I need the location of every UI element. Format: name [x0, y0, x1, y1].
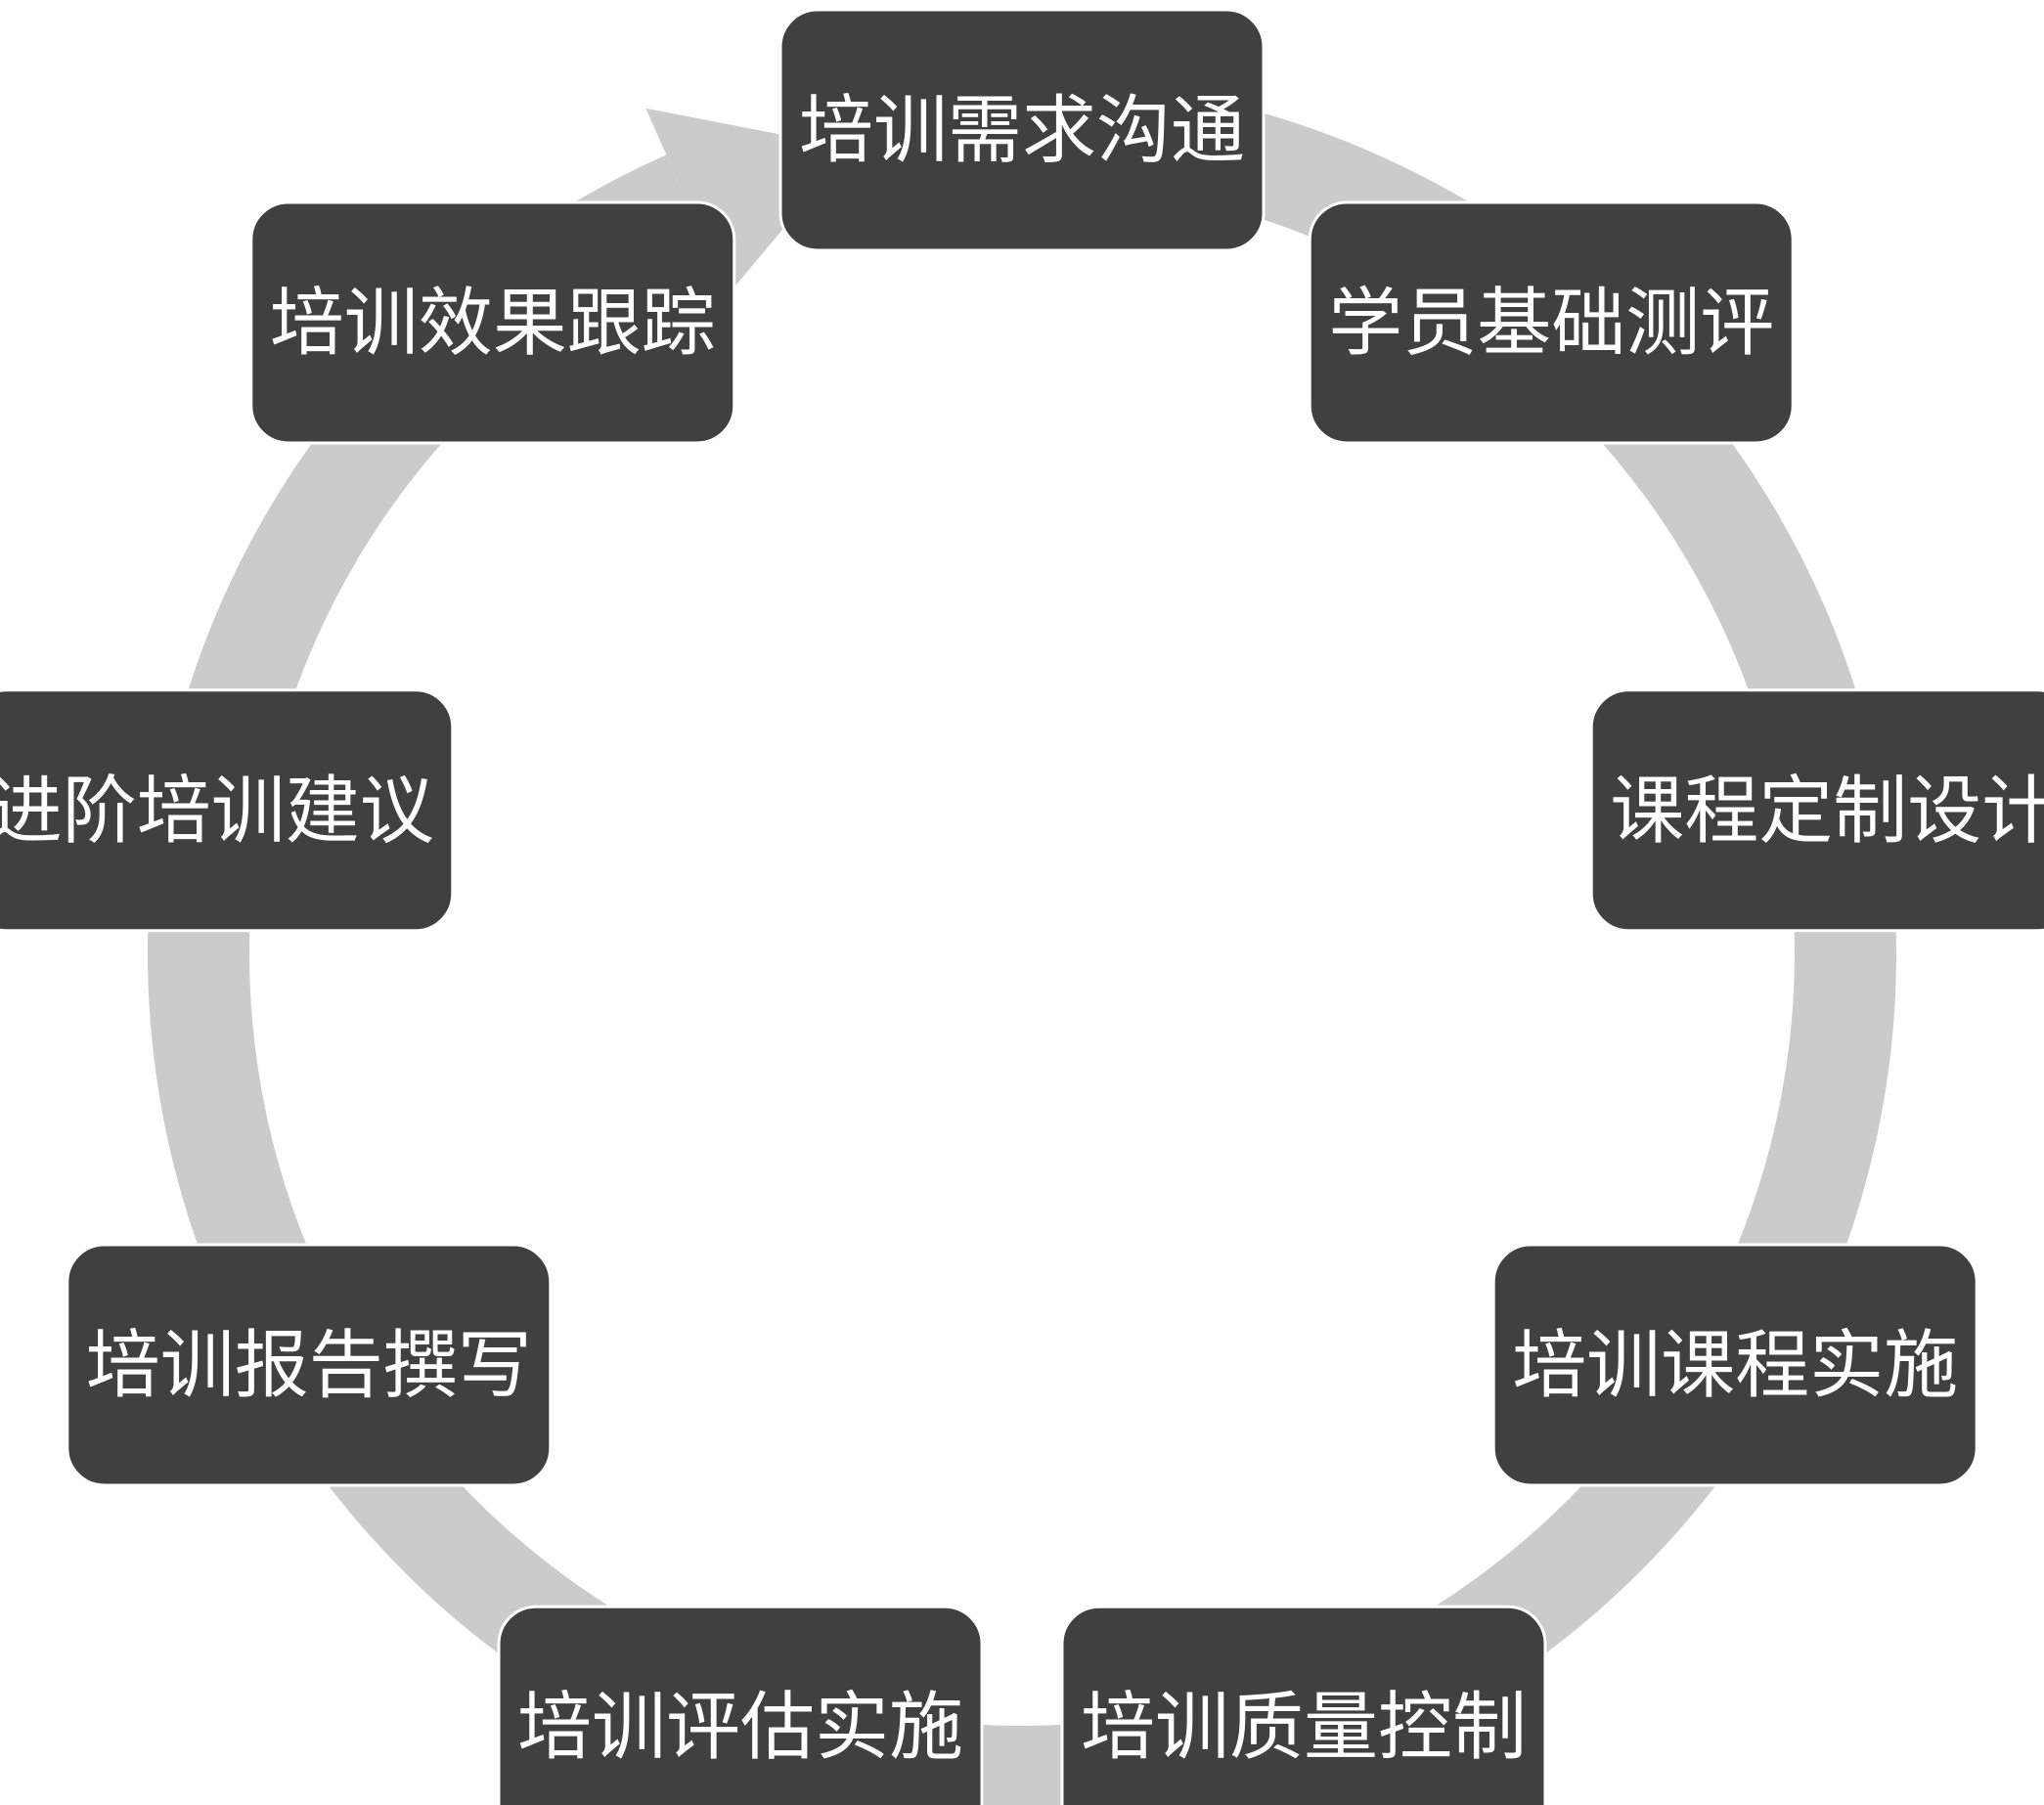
step-label: 课程定制设计 — [1610, 767, 2044, 854]
step-label: 培训评估实施 — [517, 1684, 963, 1771]
step-label: 培训质量控制 — [1081, 1684, 1527, 1771]
cycle-step: 学员基础测评 — [1308, 200, 1795, 445]
step-box — [1491, 1243, 1978, 1487]
step-box — [66, 1243, 553, 1487]
step-box — [778, 8, 1266, 252]
step-label: 培训需求沟通 — [799, 87, 1245, 174]
cycle-step: 培训报告撰写 — [66, 1243, 553, 1487]
step-box — [0, 688, 455, 933]
cycle-step: 进阶培训建议 — [0, 688, 455, 933]
step-label: 进阶培训建议 — [0, 767, 434, 854]
cycle-step: 培训评估实施 — [497, 1605, 984, 1805]
step-label: 培训课程实施 — [1512, 1322, 1958, 1409]
cycle-step: 课程定制设计 — [1589, 688, 2044, 933]
step-box — [1308, 200, 1795, 445]
step-label: 培训报告撰写 — [86, 1322, 532, 1409]
step-box — [1589, 688, 2044, 933]
step-label: 培训效果跟踪 — [270, 279, 716, 366]
step-box — [249, 200, 736, 445]
step-label: 学员基础测评 — [1328, 279, 1774, 366]
cycle-step: 培训效果跟踪 — [249, 200, 736, 445]
step-box — [497, 1605, 984, 1805]
cycle-step: 培训质量控制 — [1060, 1605, 1547, 1805]
step-box — [1060, 1605, 1547, 1805]
cycle-step: 培训课程实施 — [1491, 1243, 1978, 1487]
cycle-step: 培训需求沟通 — [778, 8, 1266, 252]
